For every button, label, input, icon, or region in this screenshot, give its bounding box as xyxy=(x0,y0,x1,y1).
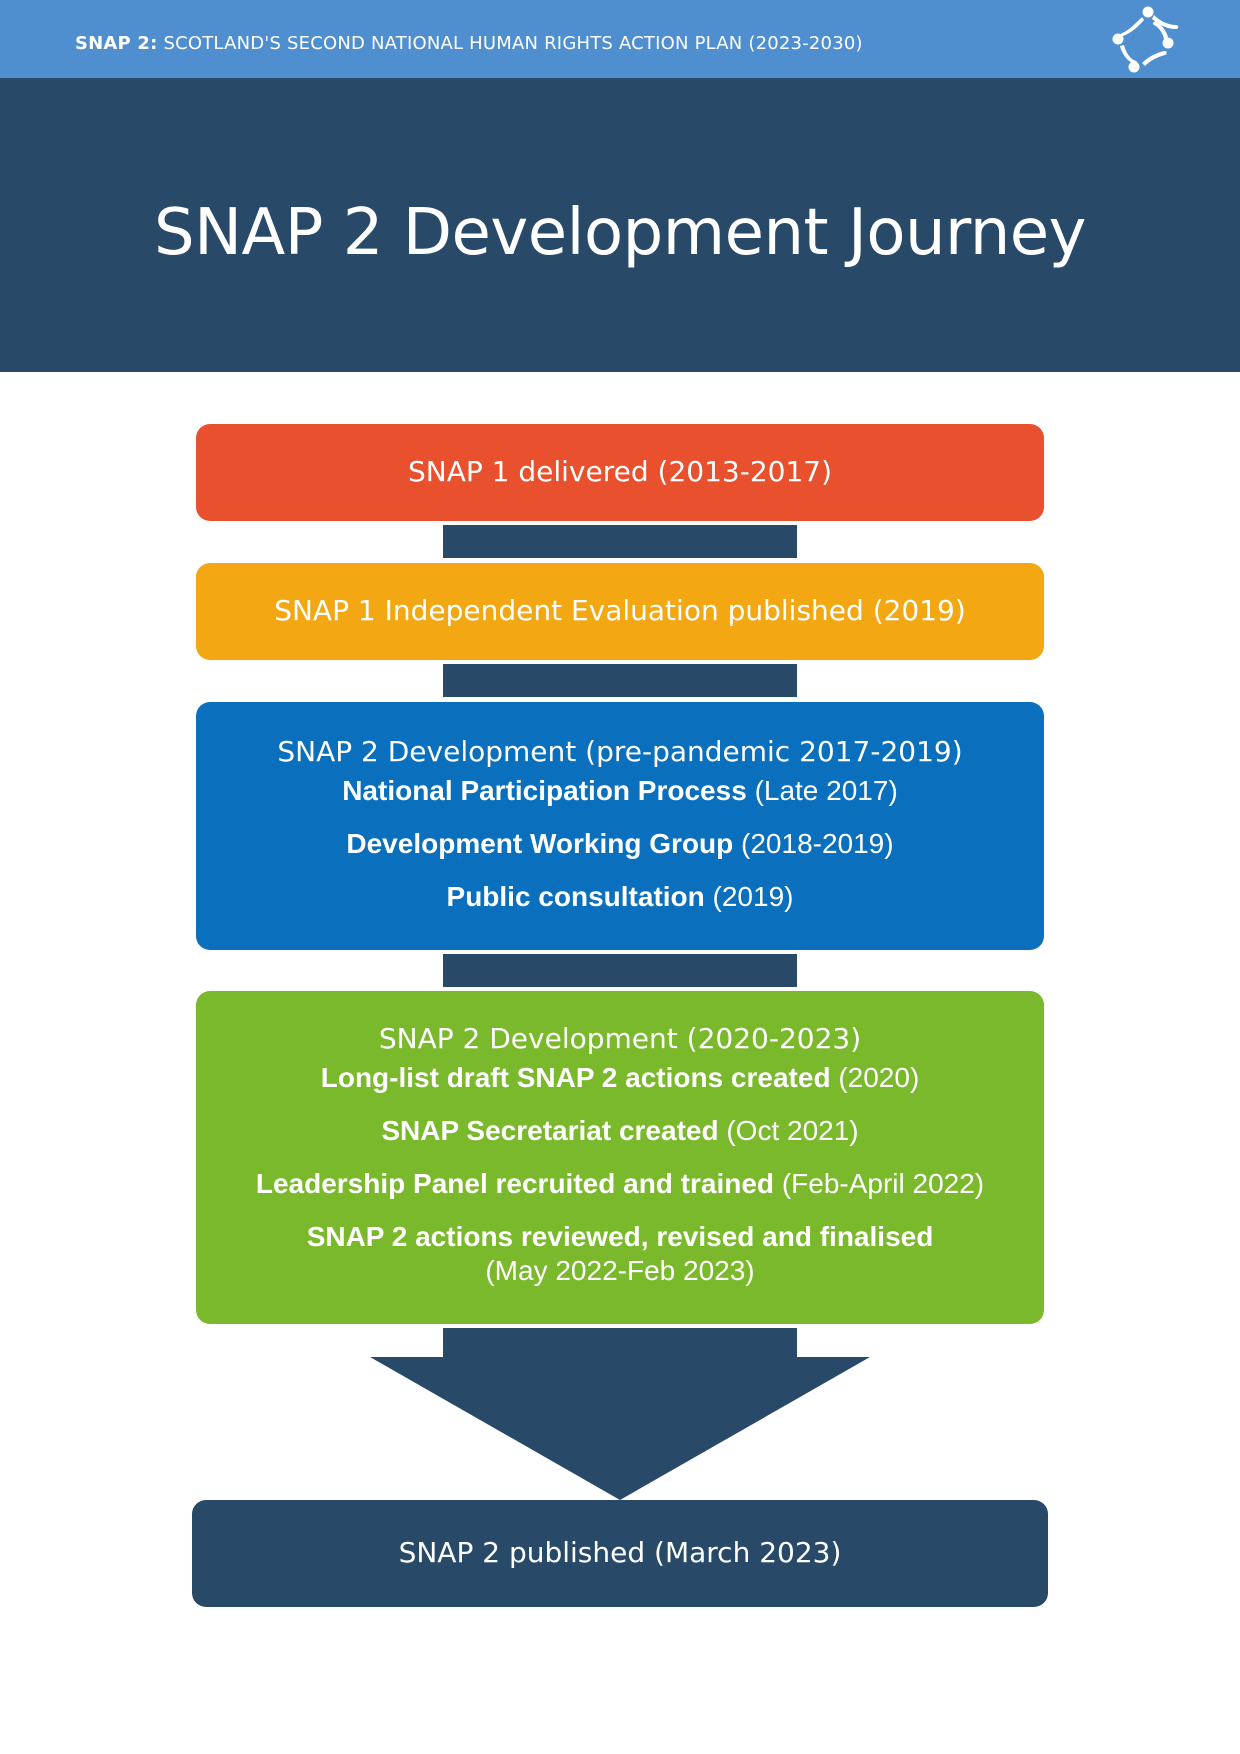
header-prefix: SNAP 2: xyxy=(75,33,158,54)
step-item-title: SNAP 2 actions reviewed, revised and fin… xyxy=(306,1221,934,1252)
step-snap1-delivered: SNAP 1 delivered (2013-2017) xyxy=(196,424,1044,521)
step-item-date: (Oct 2021) xyxy=(726,1115,859,1146)
header-bar: SNAP 2: SCOTLAND'S SECOND NATIONAL HUMAN… xyxy=(0,0,1240,78)
step-snap2-development-2020-2023: SNAP 2 Development (2020-2023) Long-list… xyxy=(196,991,1044,1324)
step-title-main: SNAP 2 Development xyxy=(378,1022,678,1055)
step-item-title: Public consultation xyxy=(446,881,705,912)
step-snap2-development-pre-pandemic: SNAP 2 Development (pre-pandemic 2017-20… xyxy=(196,702,1044,950)
step-item: National Participation Process (Late 201… xyxy=(196,774,1044,808)
step-item-title: National Participation Process xyxy=(342,775,747,806)
step-title-main: SNAP 1 delivered xyxy=(408,455,649,488)
step-item: Long-list draft SNAP 2 actions created (… xyxy=(196,1061,1044,1095)
step-title-main: SNAP 2 Development xyxy=(277,735,577,768)
hero-banner xyxy=(0,78,1240,372)
step-title: SNAP 2 published (March 2023) xyxy=(192,1535,1048,1571)
step-item-date: (Late 2017) xyxy=(754,775,898,806)
header-title: SCOTLAND'S SECOND NATIONAL HUMAN RIGHTS … xyxy=(163,33,863,54)
step-item: SNAP Secretariat created (Oct 2021) xyxy=(196,1114,1044,1148)
step-title-date: (2013-2017) xyxy=(657,455,832,488)
step-title: SNAP 2 Development (2020-2023) xyxy=(196,991,1044,1059)
step-item: Leadership Panel recruited and trained (… xyxy=(196,1167,1044,1201)
step-snap2-published: SNAP 2 published (March 2023) xyxy=(192,1500,1048,1607)
step-title-date: (2019) xyxy=(872,594,966,627)
page-title: SNAP 2 Development Journey xyxy=(153,196,1087,270)
step-title-main: SNAP 1 Independent Evaluation published xyxy=(274,594,864,627)
step-item: SNAP 2 actions reviewed, revised and fin… xyxy=(196,1220,1044,1288)
step-title: SNAP 1 delivered (2013-2017) xyxy=(196,454,1044,490)
connector-bar xyxy=(443,954,797,987)
step-item: Development Working Group (2018-2019) xyxy=(196,827,1044,861)
connector-bar xyxy=(443,525,797,558)
step-item-title: Development Working Group xyxy=(346,828,734,859)
step-item-date: (Feb-April 2022) xyxy=(781,1168,985,1199)
step-item-title: Leadership Panel recruited and trained xyxy=(255,1168,775,1199)
step-item-date: (2018-2019) xyxy=(741,828,894,859)
step-item: Public consultation (2019) xyxy=(196,880,1044,914)
step-title-date: (March 2023) xyxy=(654,1536,842,1569)
snap-people-circle-logo-icon xyxy=(1112,6,1179,73)
step-item-date: (2019) xyxy=(712,881,794,912)
step-title-main: SNAP 2 published xyxy=(398,1536,646,1569)
step-item-title: Long-list draft SNAP 2 actions created xyxy=(320,1062,831,1093)
step-title: SNAP 2 Development (pre-pandemic 2017-20… xyxy=(196,702,1044,772)
step-title: SNAP 1 Independent Evaluation published … xyxy=(196,593,1044,629)
connector-bar xyxy=(443,664,797,697)
step-item-date: (2020) xyxy=(838,1062,920,1093)
step-snap1-evaluation: SNAP 1 Independent Evaluation published … xyxy=(196,563,1044,660)
step-item-title: SNAP Secretariat created xyxy=(381,1115,719,1146)
step-title-date: (pre-pandemic 2017-2019) xyxy=(585,735,963,768)
step-item-date: (May 2022-Feb 2023) xyxy=(485,1255,755,1286)
header-text: SNAP 2: SCOTLAND'S SECOND NATIONAL HUMAN… xyxy=(75,33,863,54)
step-title-date: (2020-2023) xyxy=(686,1022,862,1055)
down-arrow-icon xyxy=(370,1328,870,1500)
